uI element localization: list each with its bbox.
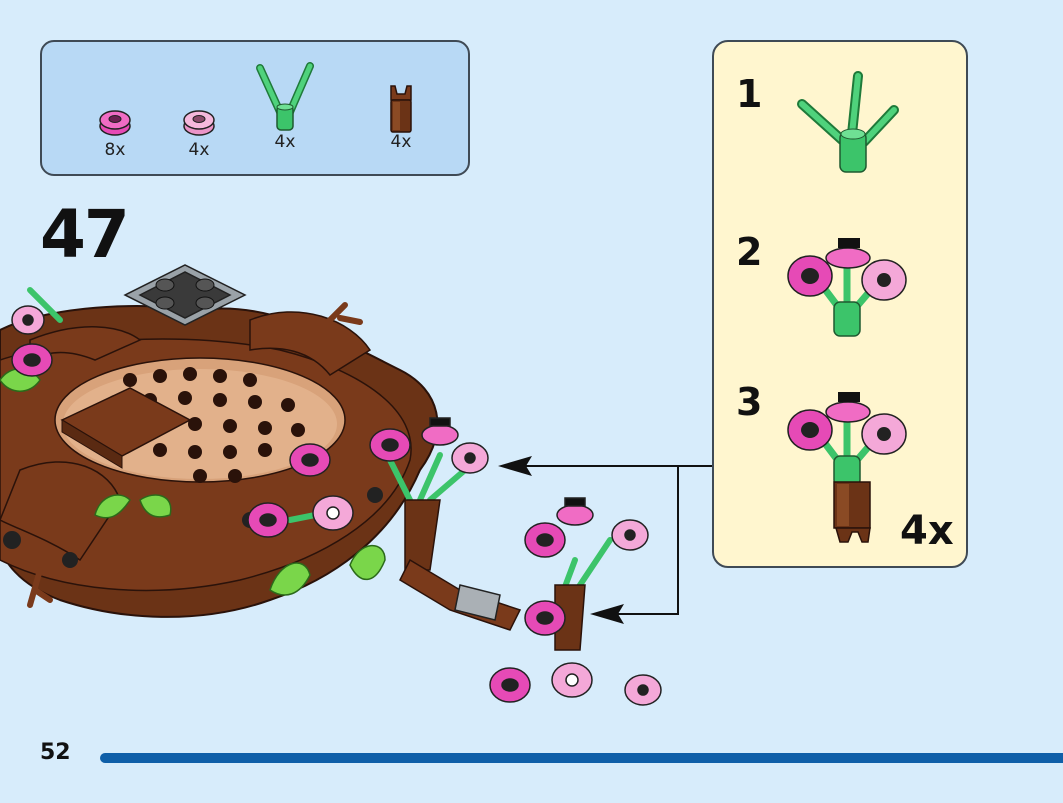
substep-number: 1 <box>736 72 763 116</box>
substep-1-illustration <box>797 71 899 173</box>
substep-number: 2 <box>736 230 763 274</box>
part-flower-light-pink: 4x <box>164 104 234 160</box>
substep-2-illustration <box>787 238 907 337</box>
model-illustration <box>0 264 662 706</box>
substep-number: 3 <box>736 380 763 424</box>
part-flower-dark-pink: 8x <box>80 104 150 160</box>
page-number: 52 <box>40 740 71 765</box>
subassembly-panel: 1 2 3 4x <box>712 40 968 568</box>
brown-clip-icon <box>390 85 412 133</box>
part-plant-stem: 4x <box>250 62 320 152</box>
substep-3-illustration <box>787 392 907 543</box>
page-progress-bar <box>100 753 1063 763</box>
arrow-head-icon <box>590 604 624 624</box>
part-quantity: 4x <box>188 140 210 160</box>
dark-pink-flower-icon <box>99 110 131 136</box>
part-brown-clip: 4x <box>366 80 436 152</box>
arrow-head-icon <box>498 456 532 476</box>
subassembly-multiplier: 4x <box>900 508 954 554</box>
part-quantity: 4x <box>274 132 296 152</box>
part-quantity: 8x <box>104 140 126 160</box>
light-pink-flower-icon <box>183 110 215 136</box>
parts-list-panel: 8x 4x 4x 4x <box>40 40 470 176</box>
part-quantity: 4x <box>390 132 412 152</box>
step-number: 47 <box>40 196 130 273</box>
plant-stem-icon <box>256 62 314 131</box>
